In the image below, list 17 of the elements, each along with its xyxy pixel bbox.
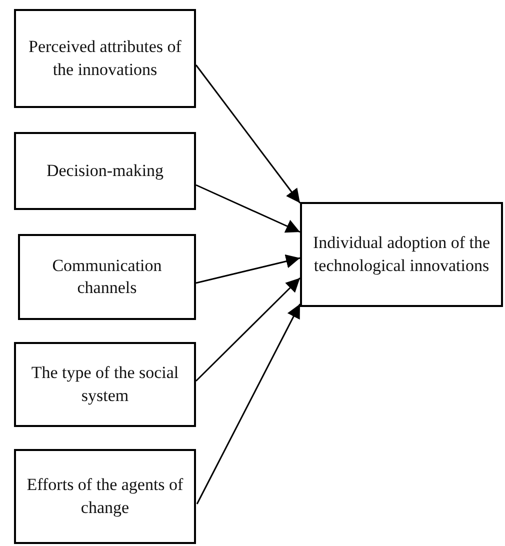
box-text: Perceived attributes of the innovations (28, 36, 182, 80)
process-box (14, 342, 196, 427)
arrow (196, 184, 300, 233)
box-text: Communication channels (51, 254, 163, 299)
box-text: The type of the social system (30, 362, 180, 407)
arrow (196, 254, 300, 284)
arrow (195, 64, 301, 204)
process-box (14, 449, 196, 544)
process-box (18, 234, 196, 320)
process-box (14, 9, 196, 108)
box-text: Efforts of the agents of change (26, 474, 184, 519)
process-box (300, 202, 503, 307)
process-box (14, 132, 196, 210)
arrow (195, 277, 301, 382)
arrow (196, 304, 301, 504)
box-text: Individual adoption of the technological innovations (312, 232, 492, 277)
box-text: Decision-making (46, 160, 164, 182)
